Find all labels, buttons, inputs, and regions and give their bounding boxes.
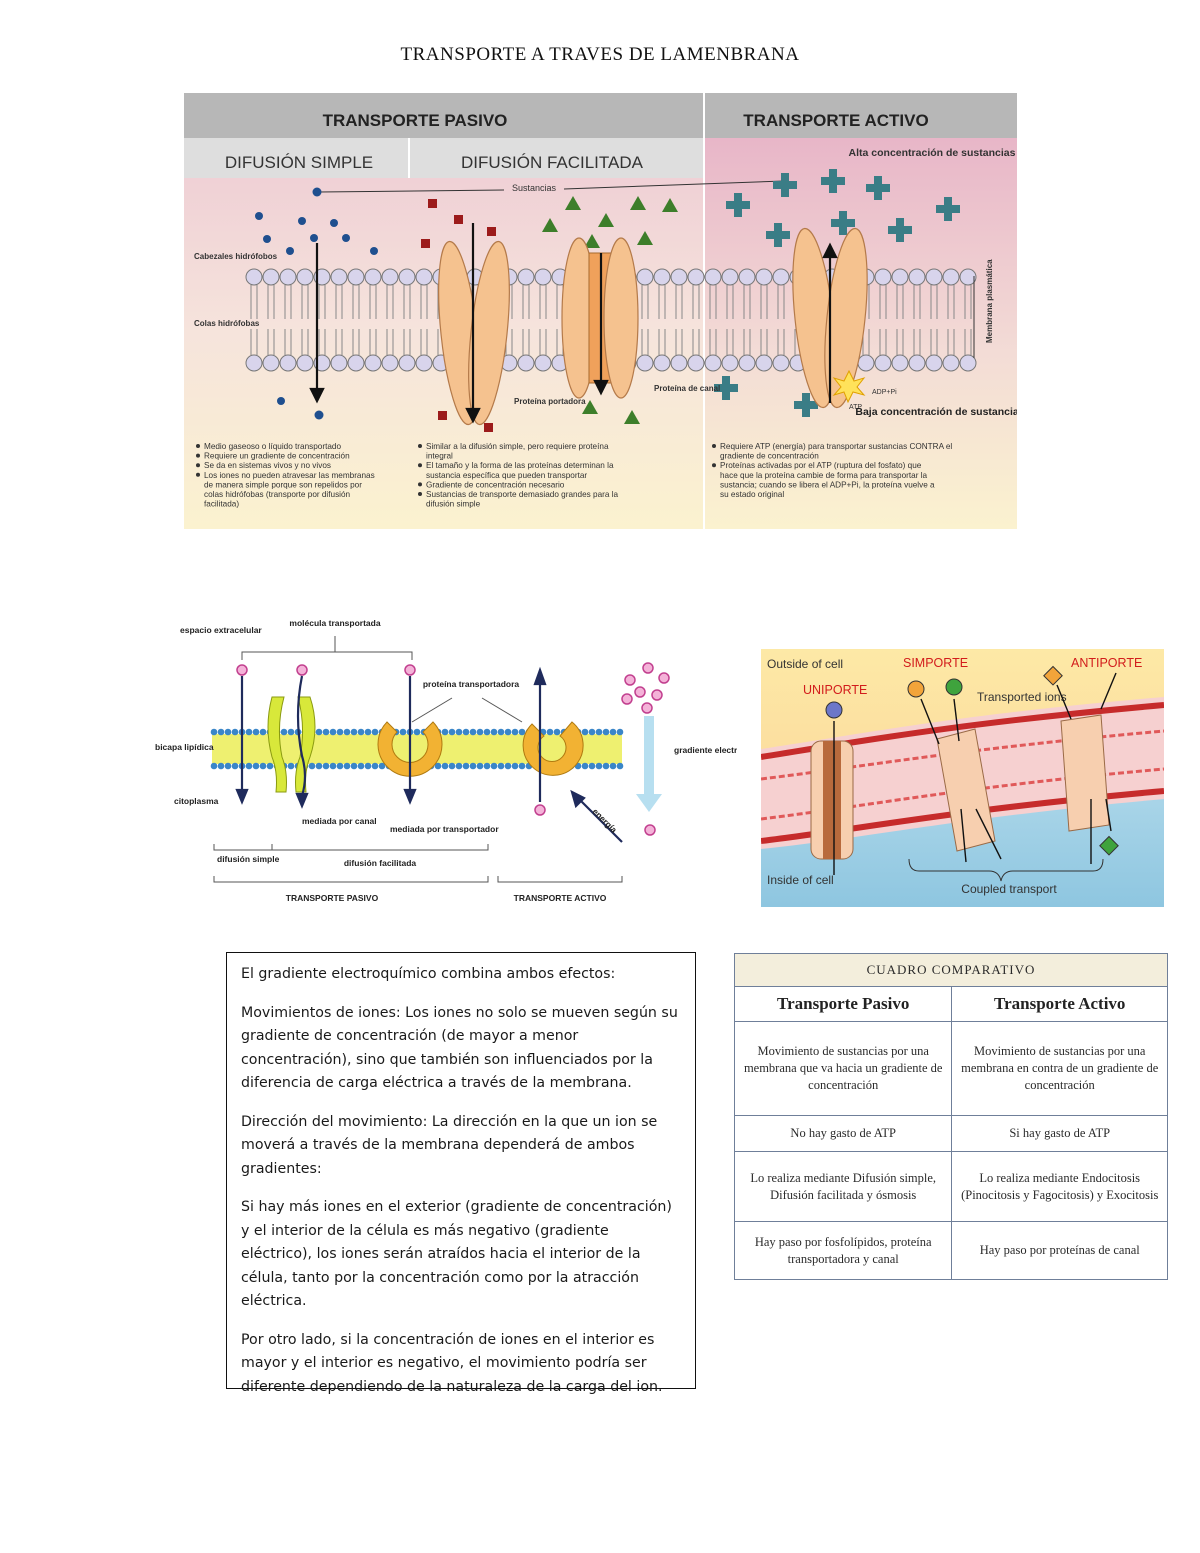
table-cell: Lo realiza mediante Endocitosis (Pinocit… xyxy=(951,1151,1168,1222)
table-cell: Lo realiza mediante Difusión simple, Dif… xyxy=(733,1151,953,1222)
label-adp: ADP+Pi xyxy=(872,389,897,396)
table-cell: Si hay gasto de ATP xyxy=(951,1115,1168,1152)
label-transported: Transported ions xyxy=(977,690,1067,704)
notes-facilitada: Similar a la difusión simple, pero requi… xyxy=(418,442,619,509)
header-activo: TRANSPORTE ACTIVO xyxy=(743,111,928,130)
table-caption: CUADRO COMPARATIVO xyxy=(734,953,1168,987)
sub-difusion-simple: DIFUSIÓN SIMPLE xyxy=(225,153,373,172)
label-citoplasma: citoplasma xyxy=(174,796,219,806)
figure-membrane-types: espacio extracelular molécula transporta… xyxy=(152,612,737,912)
svg-text:facilitada): facilitada) xyxy=(204,500,239,509)
svg-text:Medio gaseoso o líquido transp: Medio gaseoso o líquido transportado xyxy=(204,442,341,451)
text-p4: Si hay más iones en el exterior (gradien… xyxy=(241,1199,672,1309)
label-atp: ATP xyxy=(849,404,862,411)
label-canal: Proteína de canal xyxy=(654,384,720,393)
label-membrana: Membrana plasmática xyxy=(985,259,994,343)
notes-simple: Medio gaseoso o líquido transportadoRequ… xyxy=(196,442,375,509)
coupled-transport-diagram: Outside of cell Inside of cell UNIPORTE … xyxy=(761,649,1164,907)
particles xyxy=(255,187,678,432)
svg-text:hace que la proteína cambie de: hace que la proteína cambie de forma par… xyxy=(720,471,928,480)
label-espacio: espacio extracelular xyxy=(180,625,262,635)
svg-text:su estado original: su estado original xyxy=(720,490,784,499)
svg-text:Requiere ATP (energía) para tr: Requiere ATP (energía) para transportar … xyxy=(720,442,952,451)
svg-text:Requiere un gradiente de conce: Requiere un gradiente de concentración xyxy=(204,452,350,461)
svg-text:Similar a la difusión simple,: Similar a la difusión simple, pero requi… xyxy=(426,442,609,451)
label-alta: Alta concentración de sustancias xyxy=(849,147,1016,159)
table-cell: No hay gasto de ATP xyxy=(733,1115,953,1152)
notes-activo: Requiere ATP (energía) para transportar … xyxy=(712,442,952,499)
col-header-activo: Transporte Activo xyxy=(951,986,1168,1022)
label-antiporte: ANTIPORTE xyxy=(1071,656,1142,670)
label-coupled: Coupled transport xyxy=(961,882,1057,896)
table-cell: Hay paso por proteínas de canal xyxy=(951,1221,1168,1280)
membrane-types-diagram: espacio extracelular molécula transporta… xyxy=(152,612,737,912)
col-header-pasivo: Transporte Pasivo xyxy=(733,986,953,1022)
label-cabezales: Cabezales hidrófobos xyxy=(194,252,278,261)
svg-text:Gradiente de concentración nec: Gradiente de concentración necesario xyxy=(426,480,565,489)
label-pasivo-2: TRANSPORTE PASIVO xyxy=(286,893,379,903)
header-pasivo: TRANSPORTE PASIVO xyxy=(323,111,508,130)
label-inside: Inside of cell xyxy=(767,873,834,887)
label-transportador: mediada por transportador xyxy=(390,824,499,834)
label-portadora: Proteína portadora xyxy=(514,397,586,406)
sub-difusion-facilitada: DIFUSIÓN FACILITADA xyxy=(461,153,644,172)
label-sustancias: Sustancias xyxy=(512,183,557,193)
svg-text:de manera simple porque son re: de manera simple porque son repelidos po… xyxy=(204,480,362,489)
figure-coupled-transport: Outside of cell Inside of cell UNIPORTE … xyxy=(761,649,1164,907)
text-p5: Por otro lado, si la concentración de io… xyxy=(241,1331,663,1395)
svg-text:gradiente de concentración: gradiente de concentración xyxy=(720,452,819,461)
svg-text:sustancia; cuando se libera el: sustancia; cuando se libera el ADP+Pi, l… xyxy=(720,480,935,489)
table-cell: Movimiento de sustancias por una membran… xyxy=(733,1021,953,1116)
svg-text:Proteínas activadas por el ATP: Proteínas activadas por el ATP (ruptura … xyxy=(720,461,922,470)
label-activo-2: TRANSPORTE ACTIVO xyxy=(514,893,607,903)
svg-text:Los iones no pueden atravesar: Los iones no pueden atravesar las membra… xyxy=(204,471,375,480)
figure-transport-overview: TRANSPORTE PASIVO TRANSPORTE ACTIVO DIFU… xyxy=(184,93,1017,529)
svg-text:sustancia específica que puede: sustancia específica que pueden transpor… xyxy=(426,471,587,480)
label-bicapa: bicapa lipídica xyxy=(155,742,214,752)
label-gradiente: gradiente electroquímico xyxy=(674,745,737,755)
label-uniporte: UNIPORTE xyxy=(803,683,867,697)
label-difusion-facilitada: difusión facilitada xyxy=(344,858,417,868)
transport-overview-diagram: TRANSPORTE PASIVO TRANSPORTE ACTIVO DIFU… xyxy=(184,93,1017,529)
svg-text:difusión simple: difusión simple xyxy=(426,500,481,509)
table-cell: Hay paso por fosfolípidos, proteína tran… xyxy=(733,1221,953,1280)
text-p2: Movimientos de iones: Los iones no solo … xyxy=(241,1004,678,1092)
text-p1: El gradiente electroquímico combina ambo… xyxy=(241,966,616,982)
svg-text:El tamaño y la forma de las pr: El tamaño y la forma de las proteínas de… xyxy=(426,461,614,470)
svg-text:integral: integral xyxy=(426,452,453,461)
svg-text:colas hidrófobas (transporte p: colas hidrófobas (transporte por difusió… xyxy=(204,490,351,499)
electrochemical-gradient-textbox: El gradiente electroquímico combina ambo… xyxy=(226,952,696,1395)
table-cell: Movimiento de sustancias por una membran… xyxy=(951,1021,1168,1116)
page-title: TRANSPORTE A TRAVES DE LAMENBRANA xyxy=(400,44,800,65)
comparison-table: CUADRO COMPARATIVO Transporte Pasivo Tra… xyxy=(733,953,1168,1280)
svg-text:Se da en sistemas vivos y no v: Se da en sistemas vivos y no vivos xyxy=(204,461,331,470)
active-particles xyxy=(714,169,960,417)
label-proteina: proteína transportadora xyxy=(423,679,520,689)
label-difusion-simple: difusión simple xyxy=(217,854,280,864)
label-baja: Baja concentración de sustancias xyxy=(855,406,1017,418)
label-colas: Colas hidrófobas xyxy=(194,319,260,328)
svg-text:Sustancias de transporte demas: Sustancias de transporte demasiado grand… xyxy=(426,490,619,499)
label-canal-2: mediada por canal xyxy=(302,816,377,826)
label-simporte: SIMPORTE xyxy=(903,656,968,670)
text-p3: Dirección del movimiento: La dirección e… xyxy=(241,1113,658,1177)
label-outside: Outside of cell xyxy=(767,657,843,671)
label-molecula: molécula transportada xyxy=(289,618,380,628)
